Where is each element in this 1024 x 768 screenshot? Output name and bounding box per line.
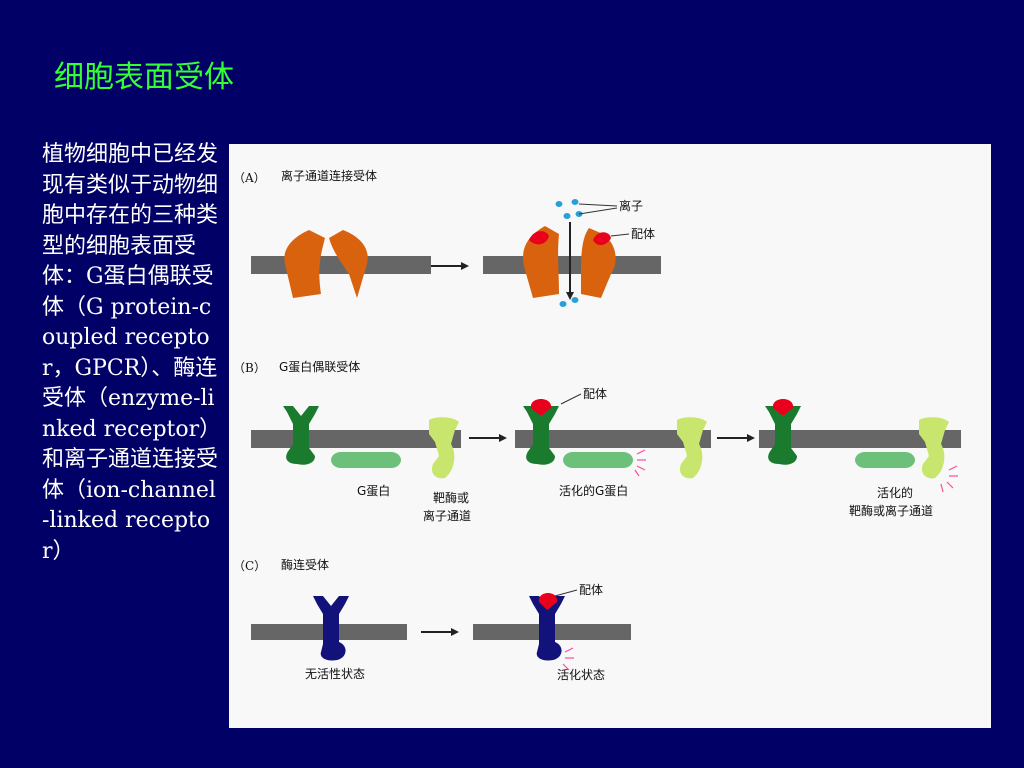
body-text: 植物细胞中已经发现有类似于动物细胞中存在的三种类型的细胞表面受体：G蛋白偶联受体…: [42, 142, 222, 564]
membrane-b2: [515, 430, 711, 448]
membrane-b3: [759, 430, 961, 448]
active-label: 活化状态: [557, 668, 605, 682]
ion-leader-2: [578, 207, 618, 215]
g-protein-resting: [331, 452, 401, 468]
g-protein-bound-target: [855, 452, 915, 468]
gpcr-resting: [283, 406, 319, 465]
ligand-b1: [530, 399, 552, 416]
ligand-c-label: 配体: [579, 583, 603, 597]
ligand-b1-label: 配体: [583, 387, 607, 401]
arrow-c: [421, 628, 459, 636]
panel-c-marker: （C）: [233, 559, 266, 573]
ion-channel-open: [523, 226, 616, 298]
ligand-b2: [772, 399, 794, 416]
panel-a-title: 离子通道连接受体: [281, 168, 377, 183]
target-active: [919, 417, 949, 479]
arrow-a: [431, 262, 469, 270]
g-protein-label: G蛋白: [357, 483, 390, 498]
receptor-figure: （A） 离子通道连接受体: [229, 144, 991, 728]
slide-title: 细胞表面受体: [54, 60, 234, 95]
ligand-c-leader: [554, 589, 578, 597]
ligand-a-right: [593, 232, 611, 246]
panel-a: （A） 离子通道连接受体: [233, 168, 661, 307]
ligand-a-label: 配体: [631, 227, 655, 241]
gpcr-bound: [523, 406, 559, 465]
active-target-label-1: 活化的: [877, 485, 913, 500]
active-target-label-2: 靶酶或离子通道: [849, 503, 933, 518]
ligand-a-leader: [610, 233, 630, 237]
arrow-b1: [469, 434, 507, 442]
panel-c-title: 酶连受体: [281, 557, 329, 572]
ion-flow-arrow: [566, 222, 574, 300]
ion-label: 离子: [619, 198, 643, 213]
panel-a-marker: （A）: [233, 171, 266, 185]
activation-burst-c: [562, 647, 574, 671]
panel-b-title: G蛋白偶联受体: [279, 359, 360, 374]
panel-b-marker: （B）: [233, 361, 266, 375]
panel-b: （B） G蛋白偶联受体 G蛋白 靶酶或 离子通道 配体 活化的G蛋白: [233, 359, 961, 523]
panel-c: （C） 酶连受体 无活性状态 配体 活化状态: [233, 557, 631, 682]
activation-burst-b2: [940, 465, 958, 493]
gpcr-bound-2: [765, 406, 801, 465]
target-label-1: 靶酶或: [433, 490, 469, 505]
inactive-label: 无活性状态: [305, 667, 365, 681]
active-g-label: 活化的G蛋白: [559, 483, 628, 498]
ion-channel-closed: [284, 230, 368, 298]
enzyme-receptor-inactive: [313, 596, 349, 661]
target-b2: [677, 417, 707, 479]
enzyme-receptor-active: [529, 596, 565, 661]
ligand-a-left: [529, 231, 549, 245]
g-protein-active: [563, 452, 633, 468]
target-label-2: 离子通道: [423, 508, 471, 523]
activation-burst-b1: [634, 449, 646, 477]
ligand-b1-leader: [560, 393, 582, 405]
ion-leader-1: [578, 203, 618, 207]
target-resting: [429, 417, 459, 479]
arrow-b2: [717, 434, 755, 442]
membrane-a-right: [483, 256, 661, 274]
ligand-c: [538, 593, 558, 610]
